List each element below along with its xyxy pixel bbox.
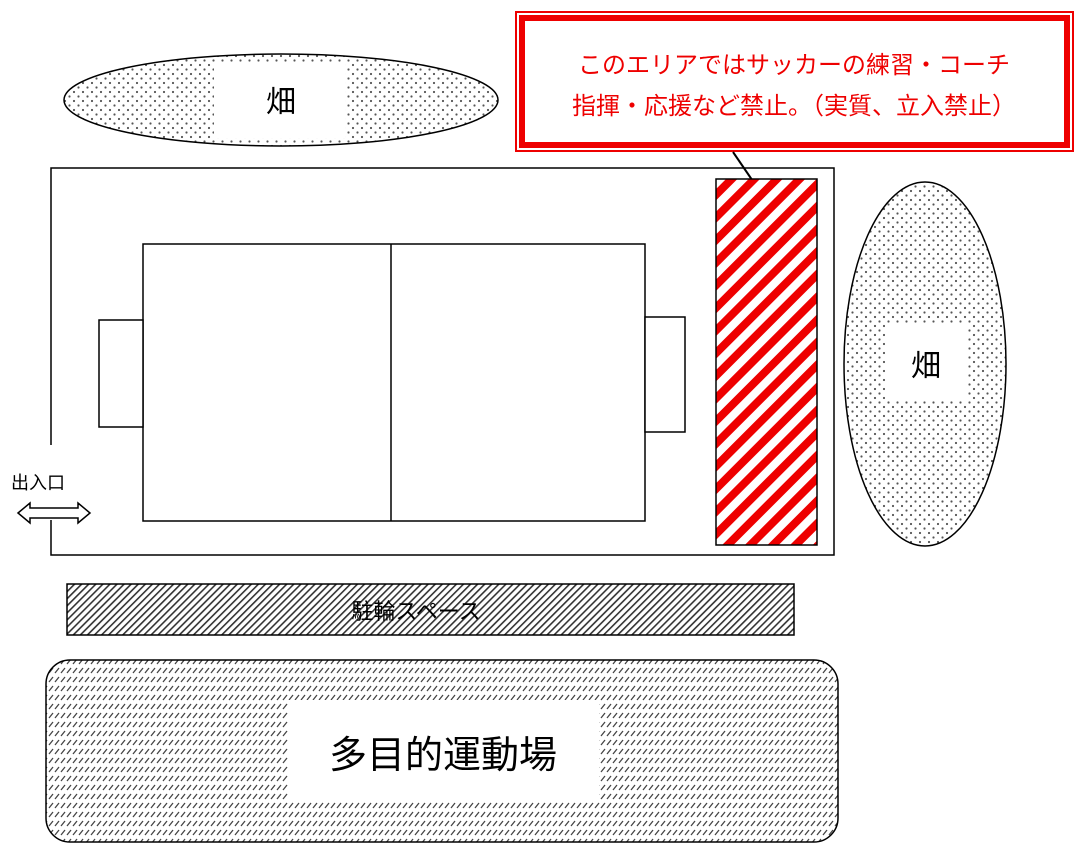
field-top-label: 畑 [266,85,296,120]
field-right: 畑 [843,181,1007,547]
goal-area-right [644,316,686,433]
warning-text-line-2: 指揮・応援など禁止。（実質、立入禁止） [572,92,1016,120]
entrance: 出入口 [11,473,92,525]
double-arrow-icon [16,501,92,525]
entrance-label: 出入口 [11,473,65,494]
warning-box: このエリアではサッカーの練習・コーチ 指揮・応援など禁止。（実質、立入禁止） [515,11,1074,152]
restricted-area [715,178,818,546]
bicycle-parking: 駐輪スペース [66,583,795,636]
multipurpose-ground-label: 多目的運動場 [329,733,557,777]
multipurpose-ground: 多目的運動場 [45,659,839,843]
field-right-label: 畑 [911,349,941,384]
goal-area-left [98,319,144,428]
soccer-pitch [98,243,686,522]
warning-text-line-1: このエリアではサッカーの練習・コーチ [578,51,1010,79]
bicycle-parking-label: 駐輪スペース [351,600,480,625]
field-top: 畑 [63,53,499,147]
ground-boundary [50,167,835,556]
